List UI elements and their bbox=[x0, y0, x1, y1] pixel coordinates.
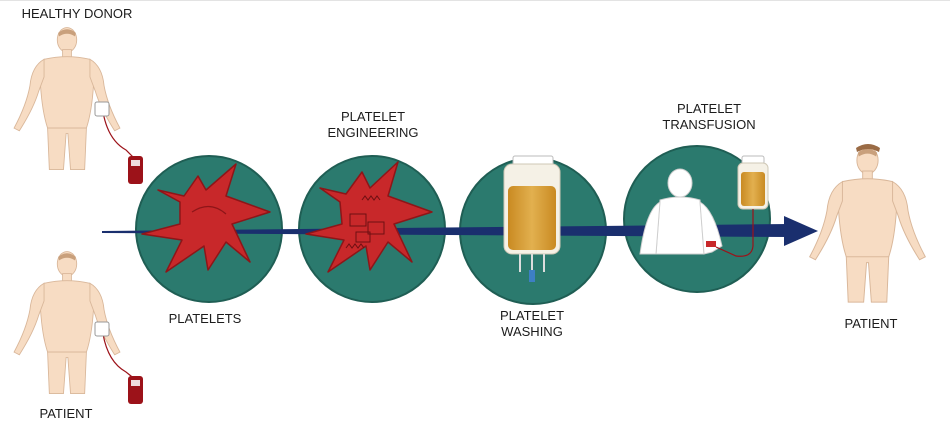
washing-label-line2: WASHING bbox=[501, 324, 563, 339]
transfusion-patient-icon bbox=[639, 168, 723, 255]
patient-left-label: PATIENT bbox=[40, 406, 93, 421]
transfusion-label-line1: PLATELET bbox=[677, 101, 741, 116]
iv-bag-icon bbox=[503, 155, 561, 282]
patient-right-label: PATIENT bbox=[845, 316, 898, 331]
transfusion-label-line2: TRANSFUSION bbox=[662, 117, 755, 132]
engineering-label-line2: ENGINEERING bbox=[327, 125, 418, 140]
platelets-label: PLATELETS bbox=[169, 311, 242, 326]
blood-bag-icon bbox=[128, 376, 143, 404]
engineered-platelet-icon bbox=[305, 161, 433, 273]
patient-donor-figure bbox=[13, 251, 143, 404]
engineering-label-line1: PLATELET bbox=[341, 109, 405, 124]
blood-bag-icon bbox=[128, 156, 143, 184]
iv-bag-small-icon bbox=[715, 155, 769, 257]
patient-recipient-figure bbox=[809, 144, 926, 303]
top-divider bbox=[0, 0, 950, 1]
platelet-icon bbox=[141, 163, 271, 273]
washing-label-line1: PLATELET bbox=[500, 308, 564, 323]
healthy-donor-figure bbox=[13, 27, 143, 184]
healthy-donor-label: HEALTHY DONOR bbox=[22, 6, 133, 21]
process-arrow bbox=[102, 216, 818, 246]
